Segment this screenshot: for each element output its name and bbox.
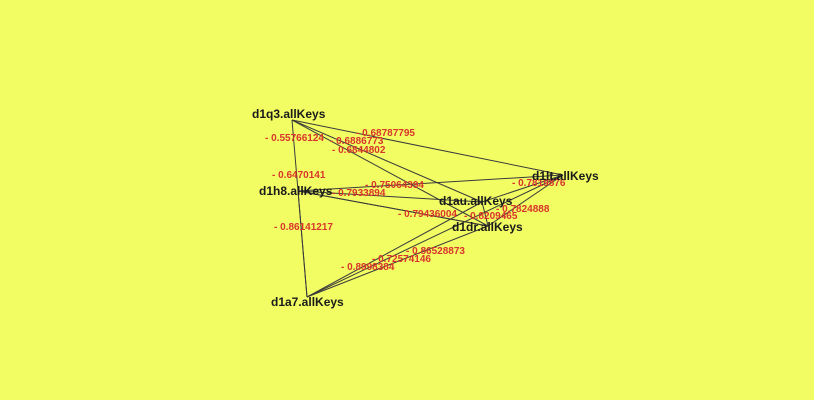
edge-d1h8-d1dr bbox=[297, 190, 489, 227]
edge-d1q3-d1au bbox=[291, 119, 483, 203]
edge-d1h8-d1a7 bbox=[297, 190, 308, 298]
edge-d1dr-d1lt bbox=[487, 174, 564, 227]
edge-d1a7-d1dr bbox=[306, 225, 489, 298]
node-label-d1a7[interactable]: d1a7.allKeys bbox=[271, 295, 344, 309]
edge-weight-label: - 0.68787795 bbox=[356, 128, 415, 139]
node-label-d1lt[interactable]: d1lt.allKeys bbox=[532, 169, 599, 183]
edge-weight-label: - 0.7824888 bbox=[496, 204, 550, 215]
edge-weight-label: - 0.86141217 bbox=[274, 222, 333, 233]
edge-weight-label: - 0.6886773 bbox=[330, 136, 384, 147]
node-label-d1q3[interactable]: d1q3.allKeys bbox=[252, 107, 326, 121]
edge-weight-label: - 0.8998384 bbox=[341, 262, 395, 273]
edge-d1q3-d1dr bbox=[291, 119, 489, 227]
edge-d1h8-d1lt bbox=[297, 174, 564, 192]
edge-d1h8-d1au bbox=[297, 190, 483, 203]
edge-weight-label: - 0.8209465 bbox=[464, 211, 518, 222]
edge-d1au-d1dr bbox=[481, 201, 489, 227]
edge-d1a7-d1au bbox=[306, 201, 483, 298]
edge-labels-layer: - 0.68787795- 0.6886773- 0.6844802 - 0.55… bbox=[265, 128, 566, 273]
edge-d1a7-d1lt bbox=[306, 174, 564, 298]
edge-weight-label: - 0.72574146 bbox=[372, 254, 431, 265]
edge-weight-label: - 0.7933894 bbox=[332, 188, 386, 199]
edge-weight-label: - 0.86528873 bbox=[406, 246, 465, 257]
nodes-layer: d1q3.allKeys d1h8.allKeys d1a7.allKeys d1au… bbox=[252, 107, 599, 309]
edge-weight-label: - 0.79436004 bbox=[398, 209, 457, 220]
edge-weight-label: - 0.6844802 bbox=[332, 145, 386, 156]
edge-weight-label: - 0.6470141 bbox=[272, 170, 326, 181]
edge-weight-label: - 0.75064394 bbox=[365, 180, 424, 191]
edge-d1au-d1lt bbox=[481, 174, 564, 203]
edges-layer bbox=[291, 119, 564, 298]
node-label-d1au[interactable]: d1au.allKeys bbox=[439, 194, 513, 208]
edge-weight-label: - 0.7819876 bbox=[512, 178, 566, 189]
edge-d1q3-d1lt bbox=[291, 119, 564, 176]
node-label-d1h8[interactable]: d1h8.allKeys bbox=[259, 184, 333, 198]
node-label-d1dr[interactable]: d1dr.allKeys bbox=[452, 220, 523, 234]
edge-weight-label: - 0.55766124 bbox=[265, 133, 324, 144]
